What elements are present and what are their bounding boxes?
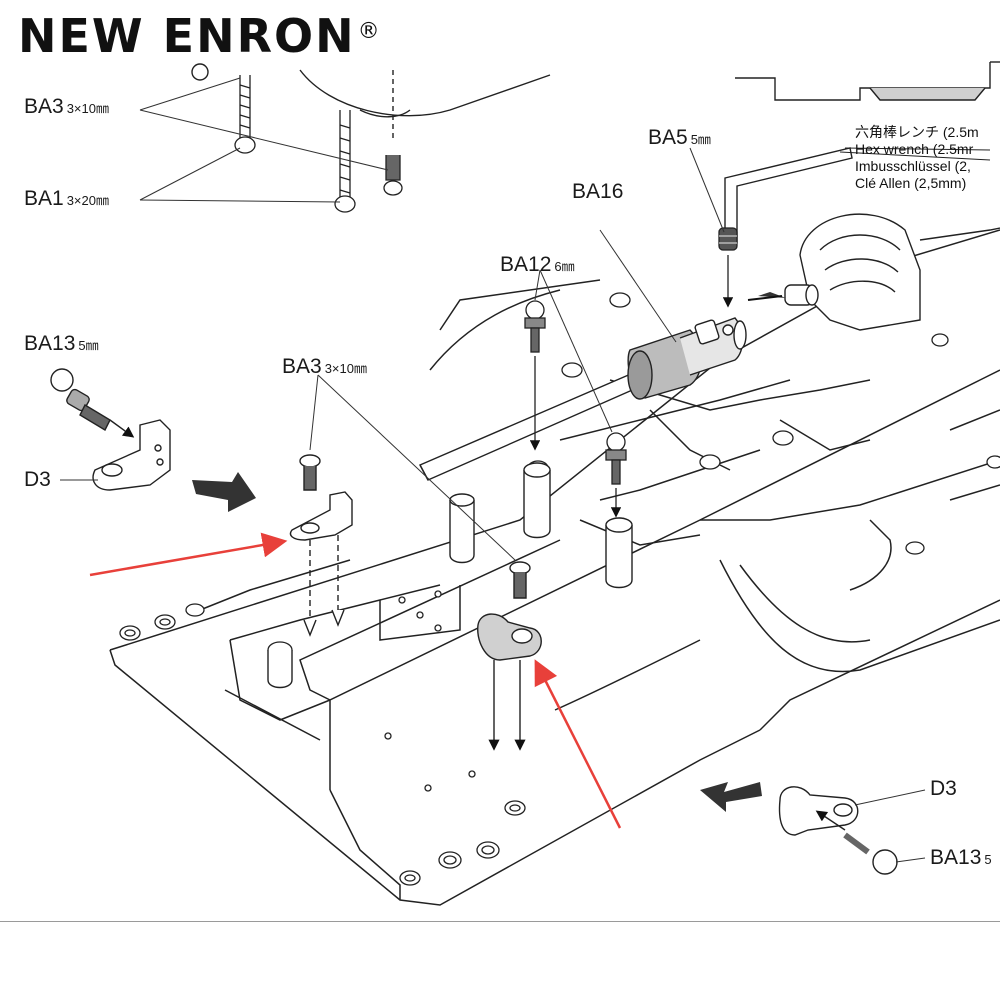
upper-housing <box>735 61 1000 101</box>
wrench-caption-fr: Clé Allen (2,5mm) <box>855 175 967 191</box>
grub-screw <box>718 227 738 308</box>
part-code: BA12 <box>500 253 552 276</box>
center-bracket-assembly <box>289 454 353 637</box>
part-size: 3×20㎜ <box>66 193 109 208</box>
direction-arrows <box>192 292 786 812</box>
part-code: BA3 <box>282 355 322 378</box>
hex-wrench-caption: 六角棒レンチ (2.5m Hex wrench (2.5mr Imbusschl… <box>855 124 979 192</box>
left-bracket-assembly <box>50 368 171 491</box>
gearbox <box>784 213 1000 331</box>
upper-body-fragment <box>191 63 551 140</box>
brand-name: NEW ENRON <box>18 9 356 63</box>
part-code: BA13 <box>24 332 76 355</box>
part-size: 3×10㎜ <box>66 101 109 116</box>
part-size: 5㎜ <box>78 338 99 353</box>
part-code: D3 <box>24 468 51 491</box>
red-callout-arrows <box>89 532 622 829</box>
part-code: BA5 <box>648 126 688 149</box>
leader-lines <box>60 77 926 863</box>
drive-shaft <box>419 317 747 481</box>
registered-mark: ® <box>357 19 382 44</box>
wrench-caption-de: Imbusschlüssel (2, <box>855 158 971 174</box>
right-bracket-assembly <box>778 786 898 875</box>
wrench-caption-en: Hex wrench (2.5mr <box>855 141 974 157</box>
chassis <box>109 229 1000 906</box>
part-size: 6㎜ <box>554 259 575 274</box>
label-d3-right: D3 <box>930 777 957 801</box>
wrench-caption-jp: 六角棒レンチ (2.5m <box>855 124 979 140</box>
label-d3-left: D3 <box>24 468 51 492</box>
part-code: BA3 <box>24 95 64 118</box>
mount-posts <box>267 462 633 689</box>
ball-studs <box>524 300 627 518</box>
part-code: D3 <box>930 777 957 800</box>
part-code: BA16 <box>572 180 624 203</box>
part-code: BA13 <box>930 846 982 869</box>
brand-logo: NEW ENRON® <box>18 6 382 66</box>
label-ba16: BA16 <box>572 180 623 204</box>
part-size: 5㎜ <box>690 132 711 147</box>
bottom-divider <box>0 921 1000 922</box>
part-size: 5 <box>984 852 992 867</box>
lower-bracket-assembly <box>477 561 542 751</box>
body-screws <box>234 75 403 213</box>
part-code: BA1 <box>24 187 64 210</box>
part-size: 3×10㎜ <box>324 361 367 376</box>
